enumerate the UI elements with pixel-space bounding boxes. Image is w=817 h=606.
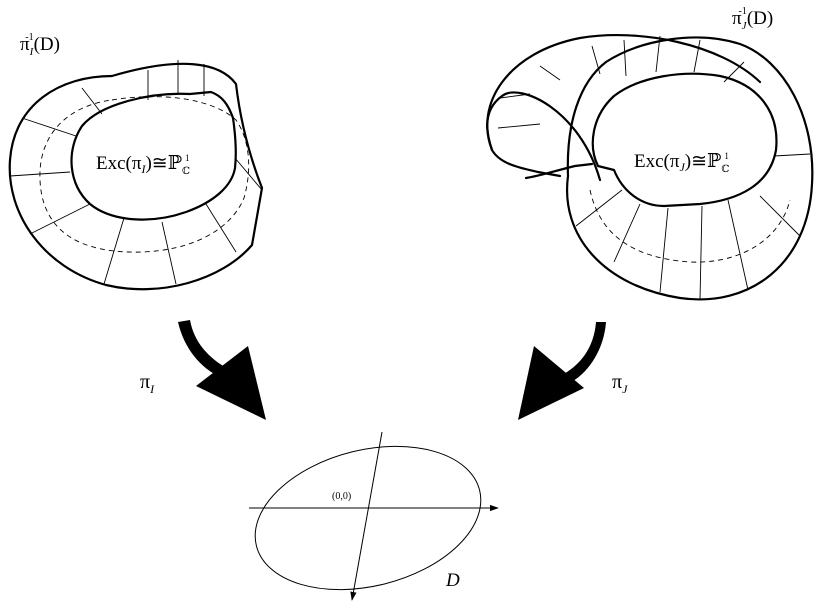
target-disk: (0,0) D — [249, 431, 499, 601]
right-annulus: πJ-1(D) Exc(πJ)≅ℙℂ1 — [486, 6, 814, 301]
fiber-line — [205, 203, 237, 253]
right-outer-circle-boundary — [565, 36, 814, 301]
right-preimage-label: πJ-1(D) — [732, 6, 773, 32]
left-map-arrow-shaft — [178, 320, 230, 378]
right-map-arrow-shaft — [560, 322, 606, 384]
fiber-line — [613, 203, 641, 263]
left-map-arrow: πI — [140, 320, 266, 420]
left-annulus: πI-1(D) Exc(πI)≅ℙℂ1 — [8, 32, 264, 291]
fiber-line — [655, 35, 661, 73]
left-map-label: πI — [140, 371, 155, 396]
fiber-line — [693, 39, 701, 73]
fiber-line — [659, 207, 669, 293]
fiber-line — [723, 61, 745, 83]
right-outer-tail-boundary — [486, 91, 602, 182]
fiber-line — [727, 199, 749, 291]
fiber-line — [497, 123, 541, 129]
right-exceptional-curve — [591, 72, 778, 208]
right-dashed-core-circle — [589, 189, 791, 263]
fiber-line — [29, 203, 91, 235]
fiber-line — [499, 93, 531, 99]
fiber-line — [773, 153, 811, 157]
left-dashed-core-circle — [39, 96, 250, 253]
left-annulus-outer-boundary — [8, 62, 264, 291]
oblique-axis — [350, 431, 383, 601]
left-exceptional-label: Exc(πI)≅ℙℂ1 — [96, 153, 190, 177]
fiber-line — [623, 39, 627, 77]
left-fiber-lines — [9, 60, 263, 285]
fiber-line — [759, 195, 801, 237]
right-map-label: πJ — [612, 371, 628, 396]
disk-boundary — [254, 445, 482, 591]
left-preimage-label: πI-1(D) — [20, 32, 60, 58]
right-map-arrow: πJ — [518, 322, 628, 420]
fiber-line — [103, 217, 125, 285]
disk-label: D — [445, 570, 460, 591]
right-map-arrow-head — [518, 346, 584, 420]
fiber-line — [81, 87, 103, 115]
right-exceptional-label: Exc(πJ)≅ℙℂ1 — [634, 151, 729, 175]
fiber-line — [539, 65, 561, 81]
right-fiber-lines — [497, 35, 811, 301]
fiber-line — [21, 117, 77, 137]
origin-label: (0,0) — [332, 491, 351, 502]
left-map-arrow-head — [196, 346, 266, 420]
right-upper-loop-boundary — [486, 33, 762, 152]
fiber-line — [575, 189, 623, 227]
fiber-line — [9, 171, 71, 177]
fiber-line — [699, 205, 703, 301]
fiber-line — [161, 221, 177, 285]
right-inner-sheet-boundary — [524, 162, 594, 180]
fiber-line — [234, 157, 263, 191]
fiber-line — [591, 45, 601, 75]
